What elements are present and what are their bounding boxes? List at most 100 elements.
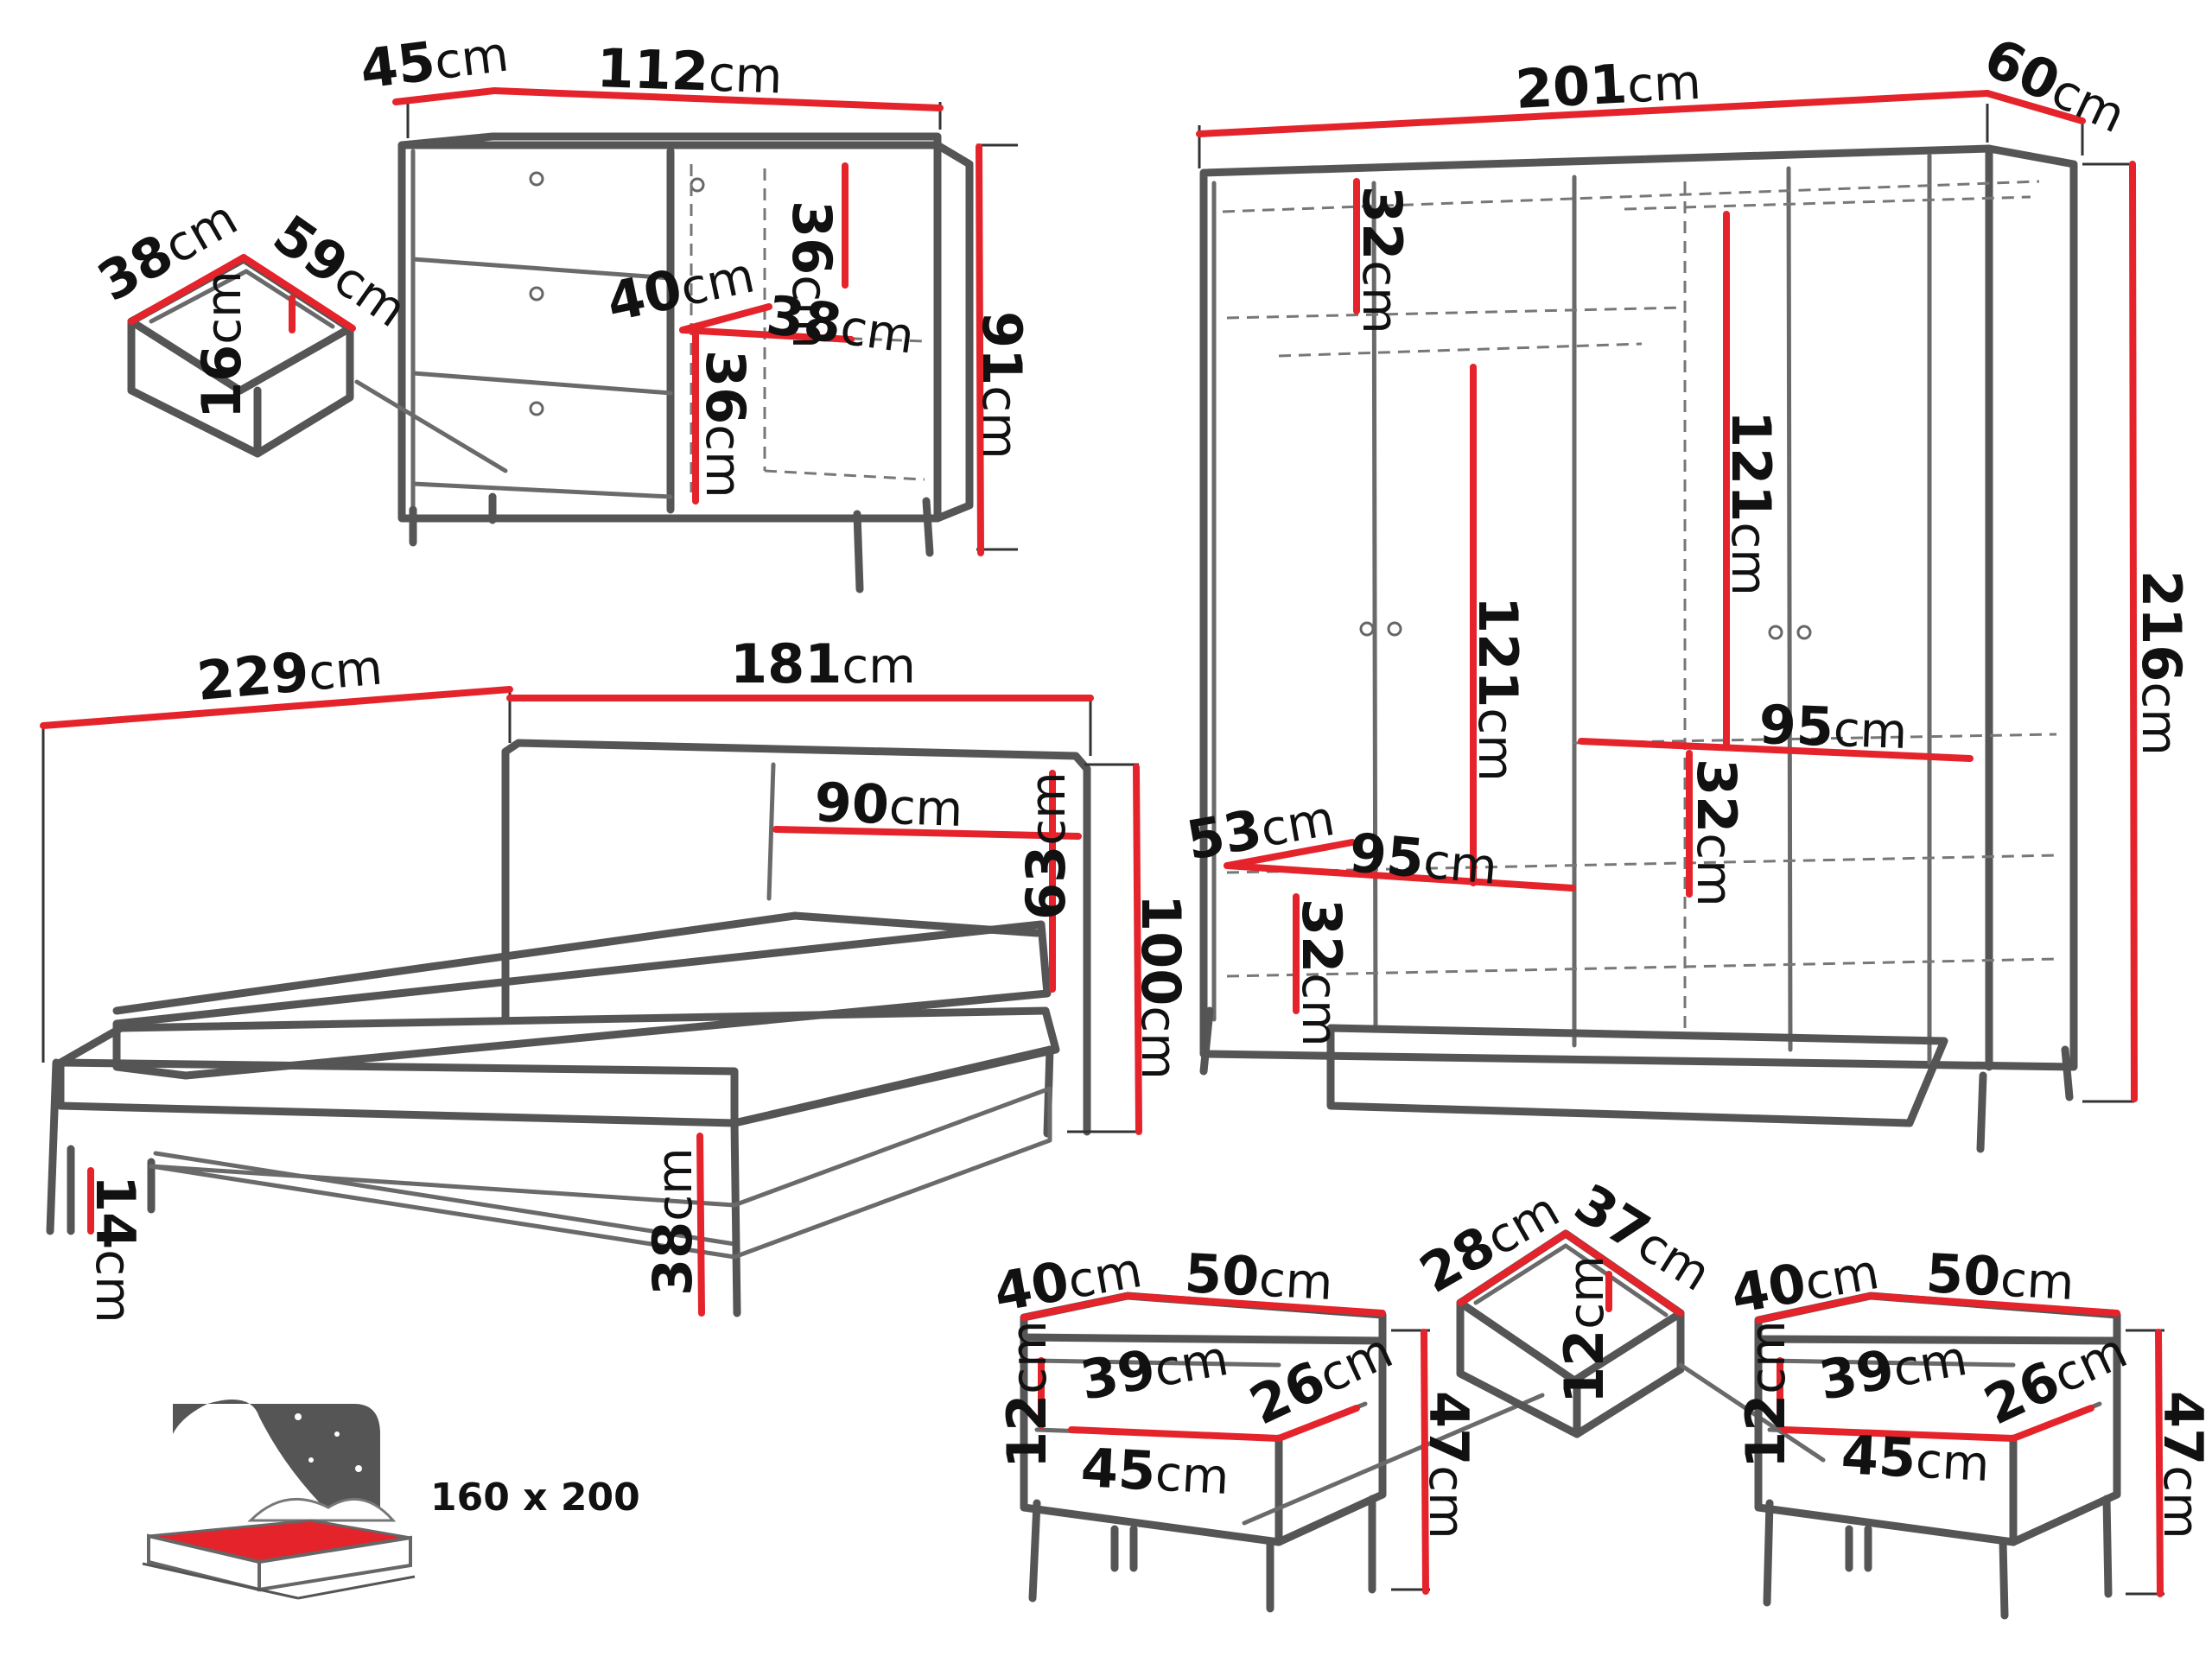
dim-unit: cm: [1914, 1433, 1991, 1493]
dim-line-nightstand-drawer-depth: [1562, 1230, 1684, 1317]
dim-line-dresser-drawer-depth: [679, 303, 772, 333]
dim-value: 181: [730, 632, 842, 695]
dim-line-nightstand-left-width: [1124, 1292, 1386, 1317]
dim-label-bed-width: 181cm: [730, 632, 916, 695]
dim-unit: cm: [1001, 1320, 1058, 1393]
dim-value: 121: [1719, 410, 1783, 522]
dim-value: 50: [1183, 1241, 1261, 1308]
dim-label-nightstand-right-inner-width: 45cm: [1840, 1423, 1991, 1494]
dim-line-wardrobe-shelf-right: [1578, 738, 1974, 762]
dim-label-wardrobe-hang-left: 121cm: [1466, 596, 1529, 782]
dim-value: 121: [1466, 596, 1529, 708]
dim-label-dresser-drawer-depth: 40cm: [601, 242, 760, 334]
dim-value: 216: [2130, 570, 2193, 682]
dim-label-dresser-drawer-height: 16cm: [190, 270, 253, 419]
dim-value: 12: [995, 1394, 1058, 1469]
dim-label-nightstand-right-height: 47cm: [2152, 1391, 2212, 1539]
dim-label-nightstand-right-depth: 40cm: [1726, 1238, 1884, 1326]
dim-unit: cm: [85, 1249, 141, 1323]
dim-label-nightstand-right-drawer-width: 39cm: [1815, 1324, 1972, 1412]
dim-label-nightstand-left-width: 50cm: [1183, 1241, 1334, 1312]
dim-line-nightstand-right-depth: [1755, 1292, 1874, 1323]
dim-unit: cm: [1351, 260, 1408, 333]
dim-line-dresser-drawer-depth: [240, 254, 356, 332]
dim-value: 45: [357, 29, 439, 101]
dim-label-bed-headboard-width: 90cm: [813, 771, 963, 839]
dimension-lines: [40, 87, 2164, 1597]
dim-label-nightstand-drawer-height: 12cm: [1553, 1255, 1616, 1404]
dim-unit: cm: [1256, 790, 1338, 859]
dim-line-nightstand-right-drawer-depth: [2010, 1405, 2094, 1442]
dim-label-dresser-width: 112cm: [595, 36, 783, 105]
mattress-night-sky-icon: [142, 1400, 416, 1600]
dim-value: 12: [1734, 1394, 1797, 1469]
dim-unit: cm: [1421, 834, 1500, 896]
dim-unit: cm: [1720, 522, 1777, 595]
dim-line-nightstand-right-width: [1867, 1292, 2120, 1317]
dim-unit: cm: [2152, 1465, 2209, 1539]
dim-label-dresser-height: 91cm: [970, 311, 1033, 460]
dim-value: 14: [84, 1175, 147, 1249]
dim-unit: cm: [842, 638, 915, 695]
dim-unit: cm: [1150, 1330, 1232, 1399]
dim-line-dresser-width: [491, 87, 944, 111]
dim-label-nightstand-left-inner-width: 45cm: [1079, 1436, 1230, 1507]
dim-unit: cm: [647, 1147, 703, 1221]
bed: [41, 691, 1139, 1317]
dim-line-bed-frame-height: [696, 1133, 705, 1317]
dim-value: 12: [1553, 1330, 1616, 1404]
dim-unit: cm: [1889, 1330, 1971, 1399]
dim-value: 38: [763, 283, 846, 356]
dim-line-bed-length: [40, 686, 513, 729]
dim-unit: cm: [431, 26, 512, 91]
dim-unit: cm: [1291, 973, 1347, 1046]
dim-line-wardrobe-height: [2129, 161, 2138, 1102]
dim-value: 32: [1685, 759, 1748, 833]
dim-label-nightstand-left-drawer-width: 39cm: [1076, 1324, 1233, 1412]
dim-line-nightstand-drawer-width: [1457, 1230, 1569, 1306]
dim-label-nightstand-left-depth: 40cm: [989, 1236, 1147, 1324]
dim-value: 38: [641, 1222, 704, 1296]
dim-unit: cm: [2131, 682, 2187, 755]
dim-unit: cm: [1559, 1255, 1615, 1329]
dim-unit: cm: [836, 300, 918, 365]
dim-value: 63: [1014, 846, 1077, 920]
dim-line-nightstand-left-drawer-width: [1068, 1426, 1282, 1442]
dim-line-wardrobe-shelf-left-width: [1224, 862, 1576, 892]
dim-label-nightstand-left-height: 47cm: [1417, 1391, 1480, 1539]
dim-value: 91: [970, 311, 1033, 385]
dim-unit: cm: [1064, 1242, 1146, 1311]
dim-value: 40: [1726, 1251, 1811, 1326]
dim-value: 112: [595, 36, 709, 103]
dim-label-dresser-shelf-height-bottom: 36cm: [694, 350, 757, 498]
dim-unit: cm: [708, 47, 784, 105]
dim-line-wardrobe-width: [1196, 90, 1991, 137]
dim-value: 40: [989, 1249, 1074, 1324]
dim-unit: cm: [1626, 54, 1703, 114]
dim-label-nightstand-right-drawer-height: 12cm: [1734, 1320, 1797, 1469]
dim-value: 32: [1290, 898, 1353, 973]
dim-value: 39: [1815, 1337, 1899, 1412]
dim-value: 100: [1129, 894, 1192, 1006]
dim-value: 45: [1840, 1423, 1917, 1489]
dim-label-wardrobe-height: 216cm: [2130, 570, 2193, 756]
dim-unit: cm: [676, 247, 760, 317]
dim-label-bed-length: 229cm: [194, 634, 385, 713]
dim-line-dresser-depth: [392, 87, 498, 105]
dim-label-wardrobe-width: 201cm: [1514, 48, 1702, 121]
dim-unit: cm: [971, 385, 1027, 459]
dim-label-wardrobe-top-shelf: 32cm: [1351, 186, 1414, 334]
dim-label-wardrobe-shelf-left-width: 95cm: [1347, 821, 1500, 897]
dim-label-bed-height: 100cm: [1129, 894, 1192, 1080]
mattress-size-label: 160 x 200: [430, 1476, 640, 1520]
dim-line-wardrobe-shelf-left-depth: [1224, 839, 1356, 869]
dim-line-bed-height: [1133, 764, 1142, 1135]
dim-value: 95: [1347, 821, 1427, 890]
dim-value: 47: [1417, 1391, 1480, 1465]
dim-label-wardrobe-bottom-gap: 32cm: [1290, 898, 1353, 1047]
dim-value: 45: [1079, 1436, 1157, 1502]
dim-label-wardrobe-shelf-left-depth: 53cm: [1182, 784, 1339, 873]
dim-label-dresser-shelf-width: 38cm: [763, 283, 918, 366]
